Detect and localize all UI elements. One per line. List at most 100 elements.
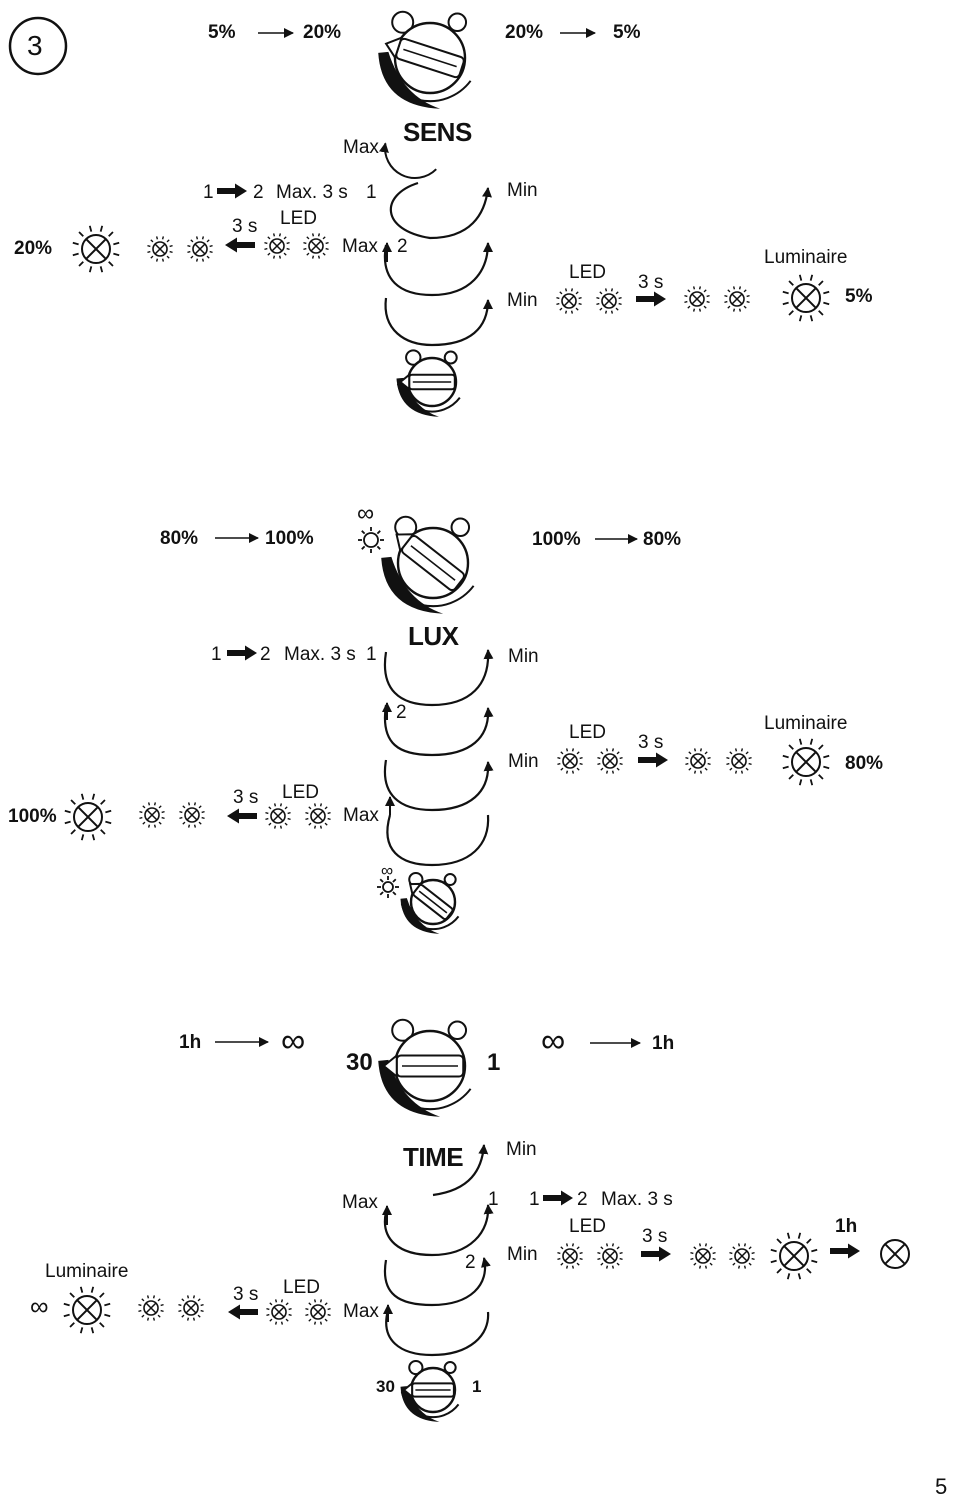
time-luminaire: Luminaire <box>45 1261 129 1282</box>
lux-title: LUX <box>408 621 459 651</box>
sun-icon <box>358 527 384 553</box>
sens-pos2: 2 <box>397 236 408 257</box>
time-small-dial-right: 1 <box>472 1377 482 1396</box>
led-icon <box>729 1243 755 1269</box>
lux-left-block-arrow <box>227 808 257 824</box>
time-right-from: ∞ <box>541 1022 566 1060</box>
lux-luminaire-right-icon <box>782 738 830 786</box>
sens-title: SENS <box>403 117 472 147</box>
page-number: 5 <box>935 1474 948 1499</box>
sens-luminaire: Luminaire <box>764 247 848 268</box>
lux-arc-3 <box>383 759 494 812</box>
time-led-left: LED <box>283 1277 320 1298</box>
led-icon <box>139 802 165 828</box>
lux-infinity-top: ∞ <box>357 500 375 527</box>
sens-step-b: 2 <box>253 182 264 203</box>
led-icon <box>724 286 750 312</box>
step-number: 3 <box>27 30 43 61</box>
time-title: TIME <box>403 1142 464 1172</box>
sens-luminaire-left-icon <box>72 225 120 273</box>
time-pos1: 1 <box>488 1189 499 1210</box>
sens-led-left: LED <box>280 208 317 229</box>
sens-top-dial-icon <box>378 10 472 109</box>
time-arc-2 <box>383 1257 491 1307</box>
time-pos2: 2 <box>465 1252 476 1273</box>
time-left-from: 1h <box>179 1032 202 1053</box>
time-dial-left: 30 <box>346 1049 373 1076</box>
lux-result-right: 80% <box>845 753 884 774</box>
lux-step-arrow <box>227 645 257 661</box>
time-luminaire-left-icon <box>63 1286 111 1334</box>
time-top-dial-icon <box>378 1018 472 1117</box>
time-arc-1 <box>383 1204 494 1257</box>
lux-luminaire-left-icon <box>64 793 112 841</box>
led-icon <box>557 1243 583 1269</box>
time-step-arrow <box>543 1190 573 1206</box>
led-icon <box>187 236 213 262</box>
led-icon <box>305 1299 331 1325</box>
lux-bottom-dial-icon <box>400 871 460 934</box>
led-icon <box>305 803 331 829</box>
lux-step-b: 2 <box>260 644 271 665</box>
sens-luminaire-right-icon <box>782 274 830 322</box>
sens-min-label: Min <box>507 180 538 201</box>
time-off-block-arrow <box>830 1243 860 1259</box>
lux-right-to: 80% <box>643 529 682 550</box>
time-left-block-arrow <box>228 1304 258 1320</box>
led-icon <box>138 1295 164 1321</box>
led-icon <box>556 288 582 314</box>
time-bottom-dial-icon <box>400 1359 460 1422</box>
sens-bottom-dial-icon <box>396 349 461 417</box>
lux-pos1: 1 <box>366 644 377 665</box>
time-three-s-right: 3 s <box>642 1226 668 1247</box>
sens-left-block-arrow <box>225 237 255 253</box>
time-right-to: 1h <box>652 1033 675 1054</box>
led-icon <box>596 288 622 314</box>
led-icon <box>597 748 623 774</box>
lux-left-from: 80% <box>160 528 199 549</box>
led-icon <box>147 236 173 262</box>
led-icon <box>690 1243 716 1269</box>
time-led-right: LED <box>569 1216 606 1237</box>
sens-max-top: Max <box>343 137 379 158</box>
lux-left-to: 100% <box>265 528 314 549</box>
sens-left-to: 20% <box>303 22 342 43</box>
sens-three-s-right: 3 s <box>638 272 664 293</box>
time-luminaire-on-icon <box>770 1232 818 1280</box>
time-luminaire-off-icon <box>880 1239 910 1269</box>
time-left-to: ∞ <box>281 1022 306 1060</box>
time-max-3s: Max. 3 s <box>601 1189 673 1210</box>
sens-led-right: LED <box>569 262 606 283</box>
lux-right-from: 100% <box>532 529 581 550</box>
sens-arc-1 <box>389 181 492 240</box>
moon-icon <box>472 881 479 893</box>
time-small-dial-left: 30 <box>376 1377 395 1396</box>
sens-max-3s: Max. 3 s <box>276 182 348 203</box>
time-min-right: Min <box>507 1244 538 1265</box>
lux-infinity-small: ∞ <box>381 861 394 880</box>
lux-right-block-arrow <box>638 752 668 768</box>
lux-result-left: 100% <box>8 806 57 827</box>
led-icon <box>264 233 290 259</box>
led-icon <box>179 802 205 828</box>
time-step-a: 1 <box>529 1189 540 1210</box>
sens-max-mid: Max <box>342 236 378 257</box>
sens-result-left: 20% <box>14 238 53 259</box>
lux-step-a: 1 <box>211 644 222 665</box>
lux-led-left: LED <box>282 782 319 803</box>
sens-right-block-arrow <box>636 291 666 307</box>
lux-max-left: Max <box>343 805 379 826</box>
moon-icon <box>485 528 495 546</box>
time-three-s-left: 3 s <box>233 1284 259 1305</box>
led-icon <box>685 748 711 774</box>
led-icon <box>265 803 291 829</box>
lux-arc-2 <box>383 704 494 757</box>
time-min-label: Min <box>506 1139 537 1160</box>
lux-led-right: LED <box>569 722 606 743</box>
sens-right-from: 20% <box>505 22 544 43</box>
sens-result-right: 5% <box>845 286 873 307</box>
led-icon <box>557 748 583 774</box>
sens-arc-max <box>379 142 437 179</box>
